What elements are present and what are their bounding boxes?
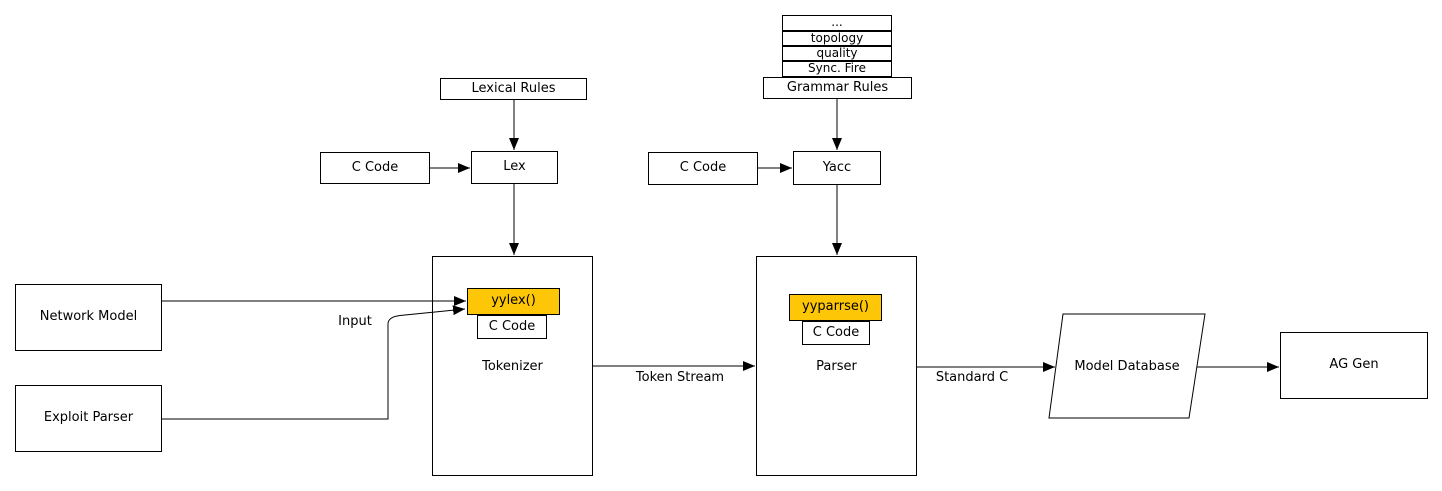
yylex-box: yylex() xyxy=(467,288,560,315)
tokenizer-label: Tokenizer xyxy=(482,359,543,374)
edge-exploit-parser-to-yylex xyxy=(162,305,466,420)
grammar-stack-row-quality: quality xyxy=(782,46,892,61)
standard-c-edge-label: Standard C xyxy=(935,370,1009,385)
token-stream-edge-label: Token Stream xyxy=(635,370,725,385)
lexical-rules-box: Lexical Rules xyxy=(440,78,587,100)
c-code-yyparrse-box: C Code xyxy=(802,321,870,345)
model-database-label: Model Database xyxy=(1074,359,1180,374)
parser-box xyxy=(756,256,917,476)
c-code-yacc-box: C Code xyxy=(648,152,758,185)
parser-label: Parser xyxy=(816,359,857,374)
lex-box: Lex xyxy=(471,151,558,184)
input-edge-label: Input xyxy=(338,314,372,329)
yacc-box: Yacc xyxy=(793,151,881,185)
yyparrse-box: yyparrse() xyxy=(789,294,882,321)
network-model-box: Network Model xyxy=(15,284,162,351)
grammar-stack-row-sync-fire: Sync. Fire xyxy=(782,61,892,77)
c-code-lex-box: C Code xyxy=(320,152,430,184)
c-code-yylex-box: C Code xyxy=(477,315,547,339)
grammar-rules-box: Grammar Rules xyxy=(763,77,912,99)
exploit-parser-box: Exploit Parser xyxy=(15,385,162,452)
grammar-stack-row-topology: topology xyxy=(782,31,892,46)
grammar-stack-row-ellipsis: ... xyxy=(782,15,892,31)
ag-gen-box: AG Gen xyxy=(1280,332,1428,399)
